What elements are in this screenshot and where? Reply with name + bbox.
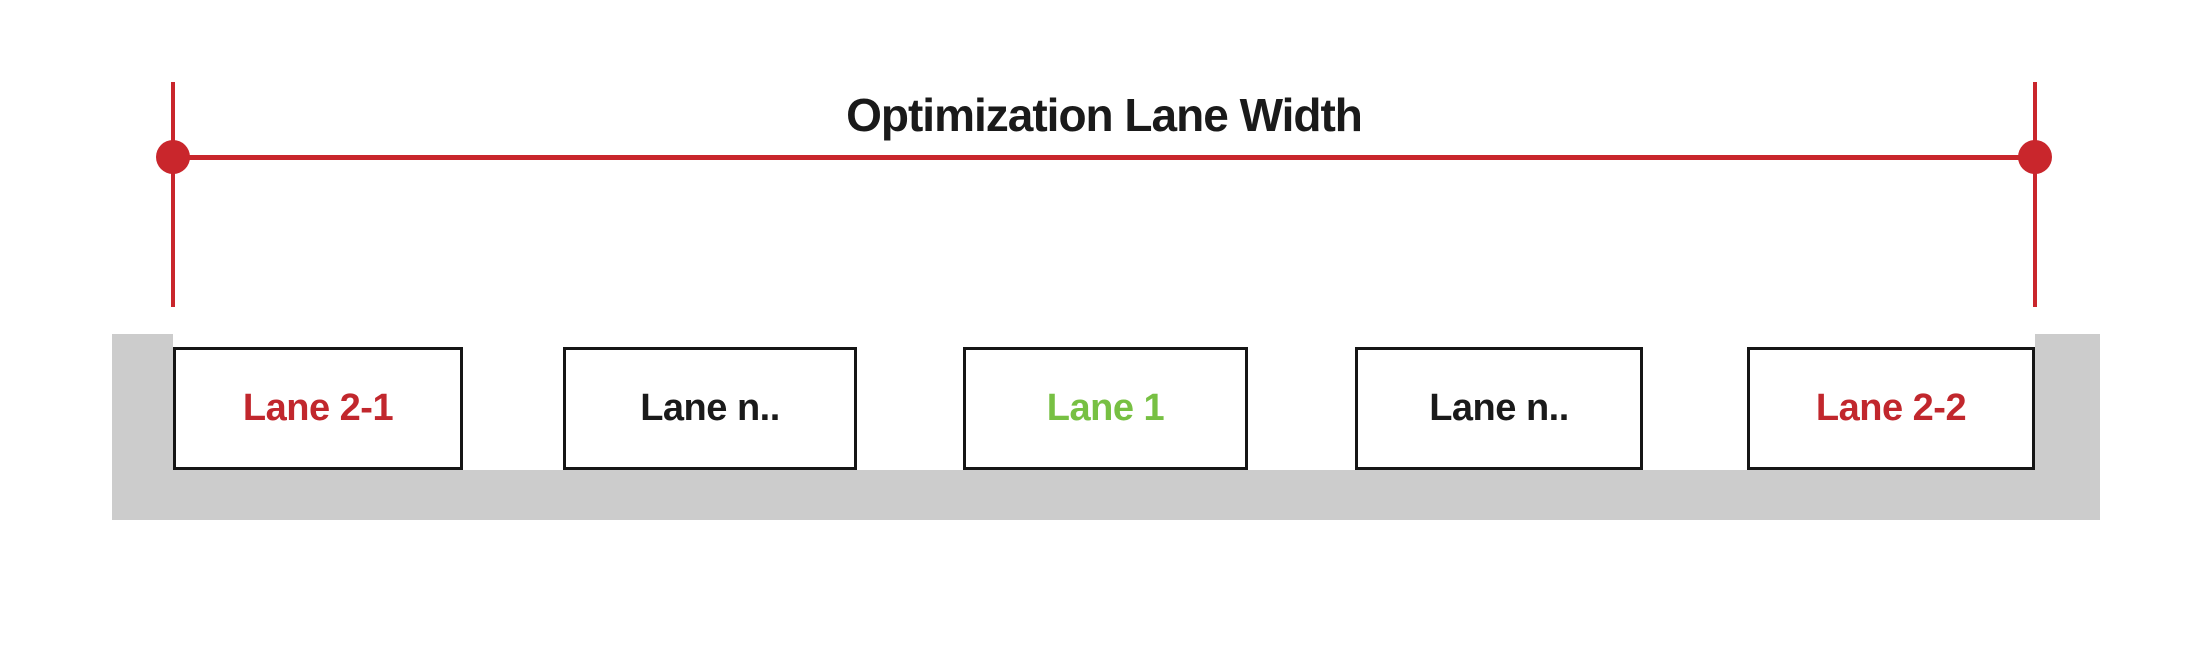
extension-line-left [171, 82, 175, 307]
dimension-endpoint-left-icon [156, 140, 190, 174]
dimension-endpoint-right-icon [2018, 140, 2052, 174]
lane-label-lane-n-right: Lane n.. [1429, 387, 1569, 429]
lane-box-lane-n-left: Lane n.. [563, 347, 857, 470]
lane-label-lane-n-left: Lane n.. [640, 387, 780, 429]
lane-label-lane-2-2: Lane 2-2 [1815, 387, 1967, 429]
dimension-line [173, 155, 2035, 160]
lane-label-lane-1: Lane 1 [1046, 387, 1165, 429]
extension-line-right [2033, 82, 2037, 307]
diagram-title: Optimization Lane Width [846, 89, 1363, 141]
lane-box-lane-1: Lane 1 [963, 347, 1248, 470]
lane-label-lane-2-1: Lane 2-1 [242, 387, 394, 429]
road-channel [112, 334, 2100, 520]
lane-box-lane-2-1: Lane 2-1 [173, 347, 463, 470]
lane-box-lane-n-right: Lane n.. [1355, 347, 1643, 470]
lane-box-lane-2-2: Lane 2-2 [1747, 347, 2035, 470]
